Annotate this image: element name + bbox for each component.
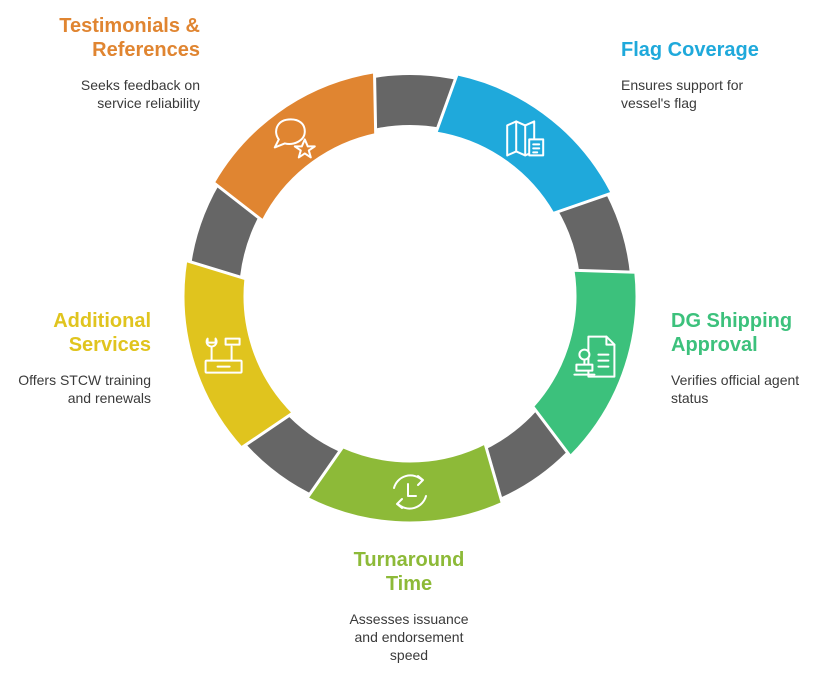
step-testimonials-references: Testimonials & References Seeks feedback…: [20, 14, 200, 112]
step-title: Flag Coverage: [621, 39, 759, 61]
step-description: Offers STCW training and renewals: [18, 372, 151, 406]
step-additional-services: Additional Services Offers STCW training…: [5, 309, 151, 407]
badge-shape: [305, 441, 504, 525]
chat-star-icon: [273, 118, 316, 159]
step-title: Turnaround Time: [353, 549, 465, 595]
clock-refresh-icon: [393, 474, 427, 510]
step-title: Testimonials & References: [59, 15, 200, 61]
badge-flag: [434, 72, 614, 215]
step-turnaround-time: Turnaround Time Assesses issuance and en…: [328, 548, 490, 664]
badge-additional: [181, 258, 295, 450]
step-dg-shipping-approval: DG Shipping Approval Verifies official a…: [671, 309, 813, 407]
step-flag-coverage: Flag Coverage Ensures support for vessel…: [621, 38, 811, 112]
badge-shape: [181, 258, 295, 450]
document-stamp-icon: [573, 335, 616, 378]
step-description: Assesses issuance and endorsement speed: [349, 611, 469, 663]
badge-testimonials: [211, 70, 378, 223]
step-description: Ensures support for vessel's flag: [621, 77, 744, 111]
step-description: Verifies official agent status: [671, 372, 800, 406]
step-description: Seeks feedback on service reliability: [80, 77, 200, 111]
badge-turnaround: [305, 441, 504, 525]
step-title: DG Shipping Approval: [671, 310, 793, 356]
step-title: Additional Services: [53, 310, 151, 356]
map-document-icon: [506, 120, 545, 157]
badge-shape: [434, 72, 614, 215]
step-badges: [181, 70, 639, 525]
toolbox-icon: [204, 337, 243, 374]
badge-dg: [531, 268, 639, 459]
